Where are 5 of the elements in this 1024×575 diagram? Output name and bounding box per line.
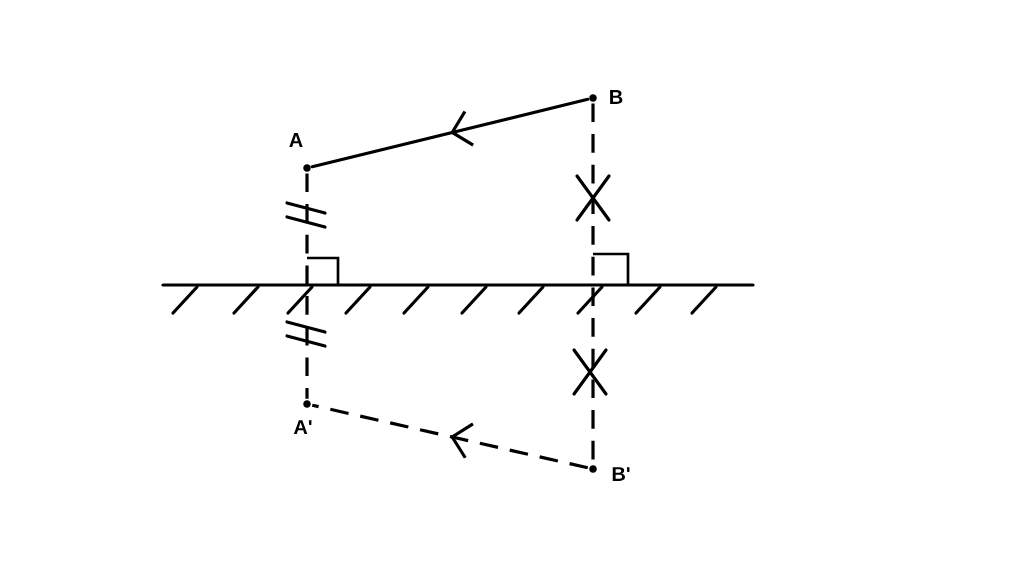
line — [305, 173, 309, 399]
point-label: B' — [612, 467, 630, 481]
point-label: A' — [293, 420, 312, 434]
point-label: B — [610, 90, 623, 104]
point-label: A — [289, 133, 303, 147]
